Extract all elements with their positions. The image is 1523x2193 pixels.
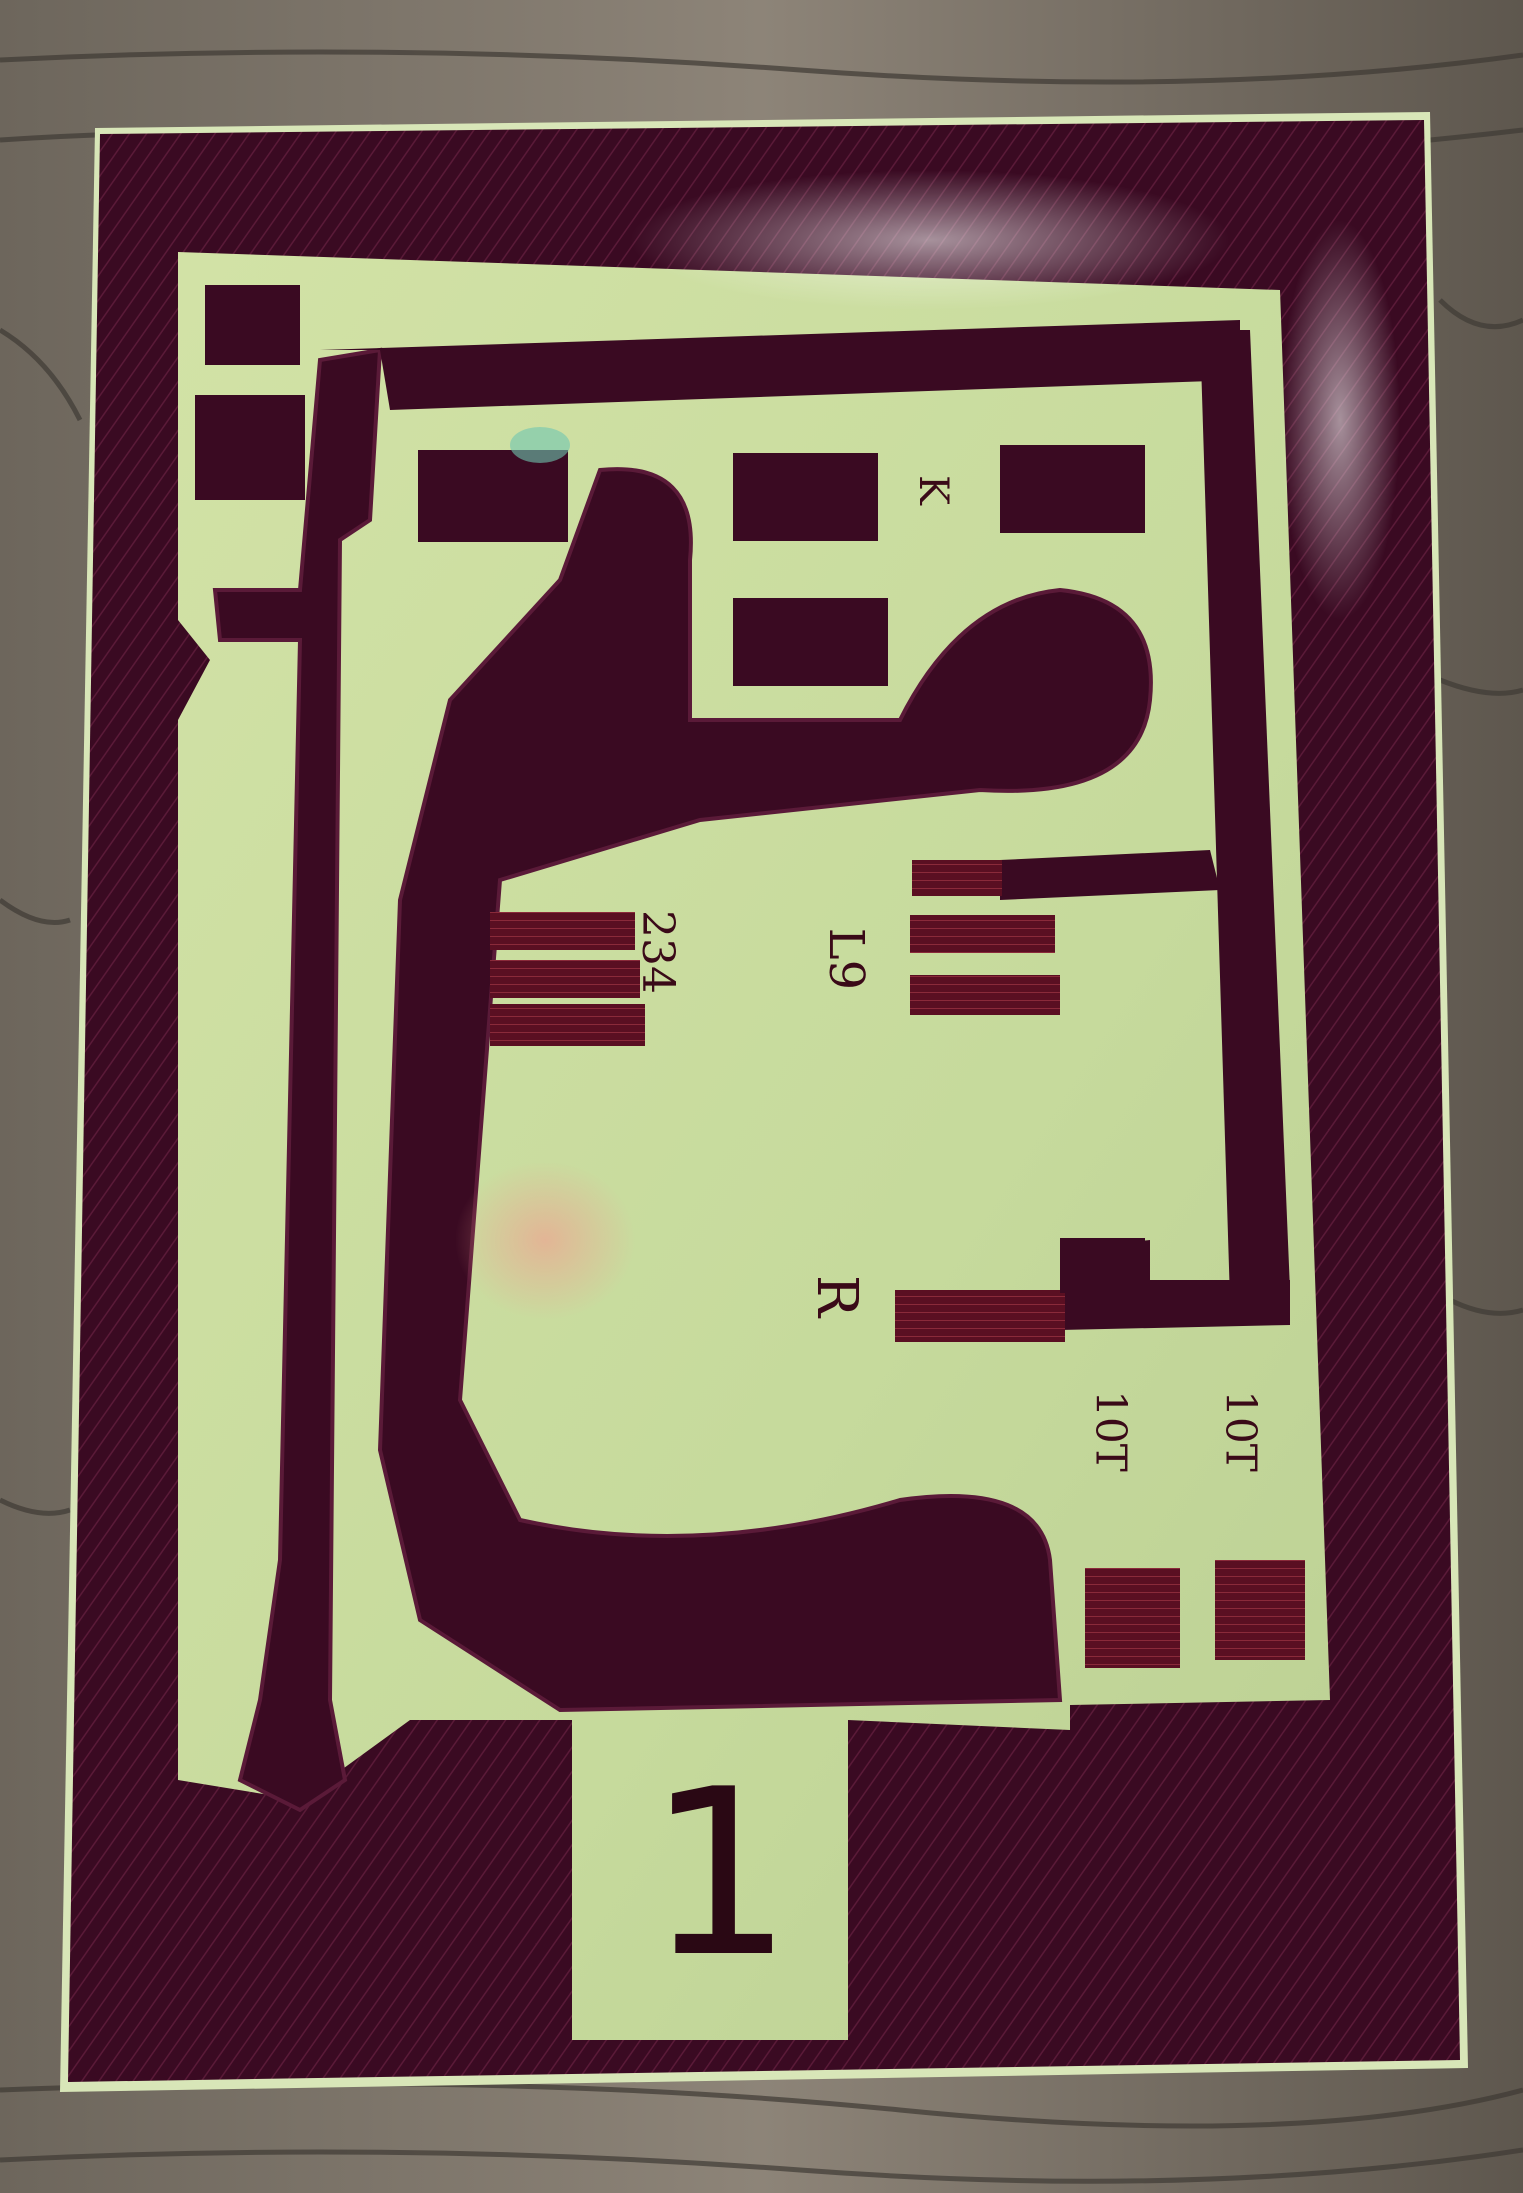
pad-row1-c — [1000, 445, 1145, 533]
pad-row2-b — [733, 598, 888, 686]
pad-row1-a — [418, 450, 568, 542]
pad-l9-3 — [910, 975, 1060, 1015]
label-10t-right: 10T — [1216, 1390, 1266, 1472]
label-234: 234 — [631, 910, 683, 994]
label-10t-left: 10T — [1086, 1390, 1136, 1472]
pad-top-left-1 — [205, 285, 300, 365]
trace-top — [320, 320, 1240, 410]
pad-top-left-2 — [195, 395, 305, 500]
pad-group — [195, 285, 1305, 1668]
pink-spot — [455, 1160, 635, 1320]
pad-10t-left — [1085, 1568, 1180, 1668]
trace-left-vertical — [212, 347, 383, 1813]
pad-r — [895, 1290, 1065, 1342]
pad-234-2 — [490, 960, 640, 998]
board-number: 1 — [646, 1741, 794, 2008]
pad-row1-b — [733, 453, 878, 541]
pad-r-upper — [1060, 1238, 1145, 1293]
teal-spot — [510, 427, 570, 463]
trace-right-vertical — [1200, 330, 1290, 1300]
label-r: R — [804, 1274, 870, 1318]
trace-central-blob — [377, 467, 1153, 1713]
trace-l9-link — [1000, 850, 1220, 900]
glare-top-right — [630, 170, 1230, 310]
pad-10t-right — [1215, 1560, 1305, 1660]
pad-234-3 — [490, 1004, 645, 1046]
pad-l9-1 — [912, 860, 1002, 896]
label-k: K — [909, 475, 956, 505]
pad-234-1 — [490, 912, 635, 950]
label-l9: L9 — [818, 927, 875, 991]
glare-right-edge — [1280, 220, 1400, 620]
pad-l9-2 — [910, 915, 1055, 953]
